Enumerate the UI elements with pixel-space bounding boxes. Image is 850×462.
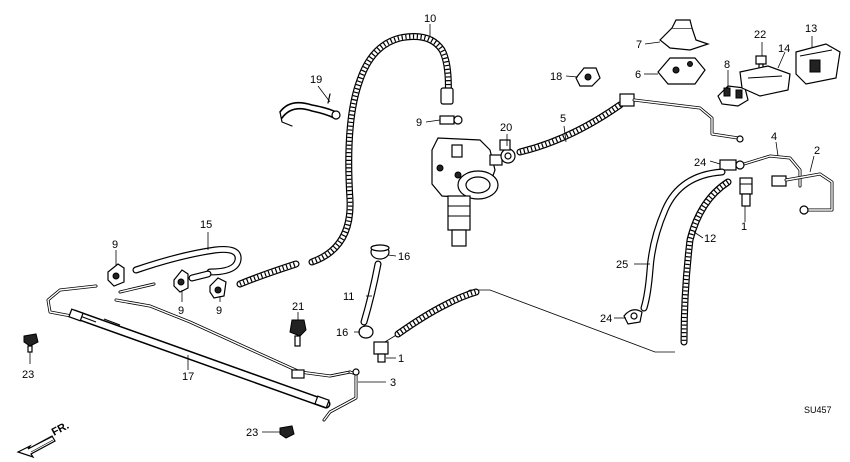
callout-11: 11 [343,291,354,303]
callout-9: 9 [416,117,422,129]
grommet-18 [575,67,601,87]
callout-23-bottom: 23 [246,427,258,439]
clamp-19 [279,93,341,127]
hose-short-right [236,260,300,288]
clip-9-middle [173,269,189,293]
callout-9-right: 9 [216,305,222,317]
callout-12: 12 [704,233,716,245]
clamp-16-lower [358,325,374,339]
callout-5: 5 [560,113,566,125]
callout-16-lower: 16 [336,327,348,339]
bracket-13 [795,43,841,85]
clip-9-right [209,277,227,299]
callout-24-lower: 24 [600,313,612,325]
callout-20: 20 [500,122,512,134]
clip-8 [717,85,749,107]
clamp-16-upper [370,244,390,260]
callout-10: 10 [424,13,436,25]
callout-9-middle: 9 [178,305,184,317]
callout-3: 3 [390,377,396,389]
hose-15 [132,246,242,276]
callout-1-center: 1 [398,353,404,365]
power-steering-pump [431,137,503,247]
hose-11 [360,260,382,326]
callout-14: 14 [778,43,790,55]
callout-21: 21 [292,301,304,313]
callout-9-left: 9 [112,239,118,251]
clamp-20 [499,139,516,164]
union-1-center [373,341,389,363]
pipe-4 [742,154,802,188]
clip-9-top [439,115,463,125]
hose-12 [680,178,732,346]
clip-23-left [23,333,39,353]
callout-19: 19 [310,74,322,86]
hose-25 [640,168,726,312]
callout-7: 7 [636,39,642,51]
pipe-2 [784,172,834,215]
hose-10 [308,33,454,266]
pipe-3 [322,368,360,422]
front-direction-label: FR. [50,420,71,439]
hose-short-left [188,270,212,282]
callout-16-upper: 16 [398,251,410,263]
clip-24-lower [623,309,643,325]
switch-14 [739,65,791,97]
callout-1-right: 1 [741,221,747,233]
callout-25: 25 [616,259,628,271]
callout-2: 2 [814,145,820,157]
diagram-code: SU457 [804,405,832,415]
clip-24-upper [719,159,745,171]
hose-center [394,288,480,338]
bracket-7 [659,19,710,51]
callout-23-left: 23 [22,369,34,381]
hose-5 [516,93,744,156]
callout-8: 8 [724,59,730,71]
clip-9-left [107,263,125,287]
callout-6: 6 [635,69,641,81]
callout-22: 22 [754,29,766,41]
callout-17: 17 [182,371,194,383]
callout-13: 13 [805,23,817,35]
union-1-right [739,177,753,207]
clip-23-bottom [279,425,295,439]
front-direction-arrow: FR. [16,420,71,459]
callout-15: 15 [200,219,212,231]
bolt-21 [289,319,307,347]
callout-18: 18 [550,71,562,83]
cooler-pipe-17 [46,282,352,409]
callout-24-upper: 24 [694,157,706,169]
callout-4: 4 [771,131,777,143]
leader-lines [29,24,815,433]
bracket-6 [657,57,706,85]
